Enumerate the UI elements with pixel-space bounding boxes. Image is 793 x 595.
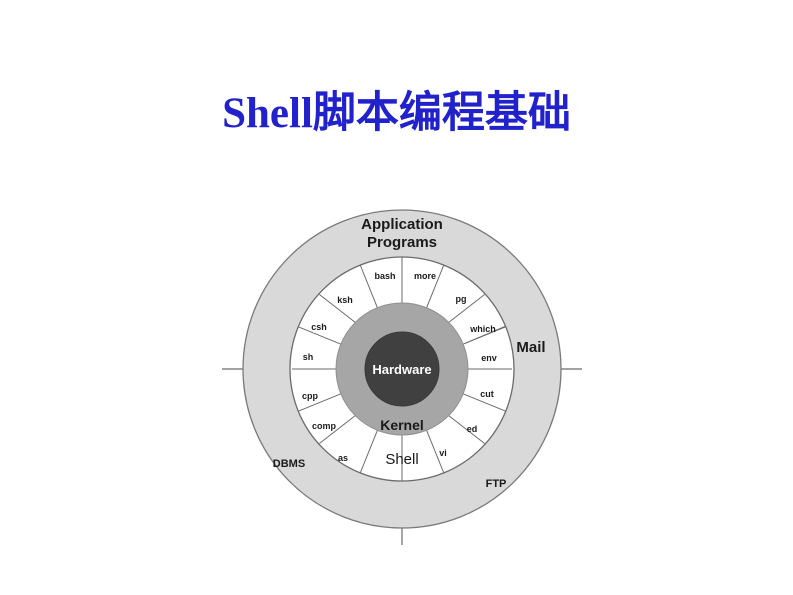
shell-segment-sh: sh (303, 352, 314, 362)
shell-segment-ed: ed (467, 424, 478, 434)
shell-segment-cut: cut (480, 389, 494, 399)
page-title: Shell脚本编程基础 (222, 90, 571, 137)
shell-segment-ksh: ksh (337, 295, 353, 305)
outer-label-dbms: DBMS (273, 458, 305, 470)
shell-segment-pg: pg (456, 294, 467, 304)
hardware-core-label: Hardware (372, 362, 431, 377)
shell-segment-env: env (481, 353, 497, 363)
shell-segment-dividers (292, 257, 512, 481)
shell-segment-csh: csh (311, 322, 327, 332)
outer-label-ftp: FTP (486, 478, 507, 490)
shell-segment-comp: comp (312, 421, 337, 431)
shell-segment-bash: bash (374, 271, 395, 281)
shell-segment-which: which (469, 324, 496, 334)
outer-ring-title-line2: Programs (367, 234, 437, 251)
kernel-ring-label: Kernel (380, 417, 424, 433)
hardware-core (364, 331, 440, 407)
shell-segment-as: as (338, 453, 348, 463)
outer-ring-title-line1: Application (361, 216, 443, 233)
shell-ring-label: Shell (385, 451, 418, 468)
shell-segment-more: more (414, 271, 436, 281)
shell-segment-cpp: cpp (302, 391, 319, 401)
outer-label-mail: Mail (516, 339, 545, 356)
shell-segment-vi: vi (439, 448, 447, 458)
